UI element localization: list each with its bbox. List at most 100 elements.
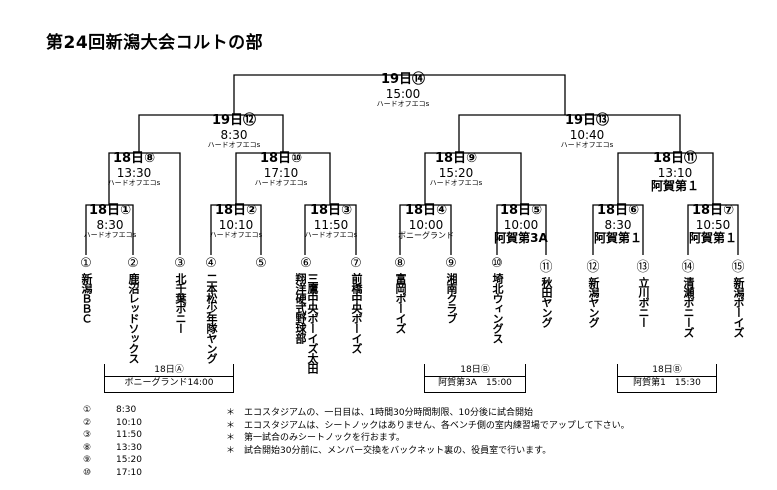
match-5-label: 18日⑤ 10:00 阿賀第3A: [489, 203, 553, 245]
match-venue: ハードオフエコs: [83, 230, 137, 239]
team-name: 二本松少年隊ヤング: [205, 273, 218, 363]
match-time: 15:20: [438, 165, 474, 180]
game-time: 17:10: [116, 467, 142, 478]
page-title: 第24回新潟大会コルトの部: [46, 33, 264, 53]
team-number: ⑦: [350, 256, 362, 271]
match-time: 10:40: [569, 127, 605, 142]
team-name: 埼北ウィングス: [491, 273, 504, 343]
match-time: 13:10: [657, 165, 693, 180]
team-slot-6: ⑥ 三鷹中央ボーイズ太田翔洋硬式野球部: [291, 256, 321, 373]
bracket-match-9: [424, 152, 522, 205]
match-venue: ボニーグランド: [398, 230, 454, 240]
match-venue: 阿賀第3A: [494, 230, 548, 245]
match-date: 18日①: [88, 203, 132, 218]
team-slot-9: ⑨ 湘南クラブ: [441, 256, 461, 323]
match-13-label: 19日⑬ 10:40 ハードオフエコs: [552, 113, 622, 150]
match-time: 10:10: [218, 217, 254, 232]
team-slot-12: ⑫ 新潟ヤング: [583, 256, 603, 327]
team-slot-3: ③ 北千葉ボニー: [170, 256, 190, 333]
match-date: 18日②: [214, 203, 258, 218]
schedule-row: ⑨ 15:20: [76, 455, 630, 468]
note-text: ＊ エコスタジアムの、一日目は、1時間30分時間制限、10分後に試合開始: [226, 408, 534, 418]
game-number: ⑨: [82, 455, 92, 466]
match-2-label: 18日② 10:10 ハードオフエコs: [205, 203, 267, 240]
match-date: 19日⑭: [380, 72, 426, 87]
team-slot-5: ⑤: [251, 256, 271, 273]
bracket-match-13: [458, 114, 681, 153]
team-slot-14: ⑭ 清瀬ボニーズ: [678, 256, 698, 337]
game-time: 15:20: [116, 455, 142, 466]
schedule-row: ① 8:30 ＊ エコスタジアムの、一日目は、1時間30分時間制限、10分後に試…: [76, 405, 630, 418]
note-text: ＊ エコスタジアムは、シートノックはありません、各ベンチ側の室内練習場でアップし…: [226, 420, 630, 431]
match-venue: ハードオフエコs: [207, 140, 261, 149]
placement-date: 18日Ⓑ: [460, 365, 490, 375]
schedule-row: ③ 11:50 ＊ 第一試合のみシートノックを行おます。: [76, 430, 630, 443]
match-venue: ハードオフエコs: [107, 178, 161, 187]
placement-box-b1: 18日Ⓑ 阿賀第3A 15:00: [424, 364, 526, 393]
game-time: 11:50: [116, 430, 142, 441]
match-date: 18日③: [309, 203, 353, 218]
team-name: 新潟ヤング: [587, 277, 600, 327]
team-slot-2: ② 鹿沼レッドソックス: [123, 256, 143, 381]
bracket-match-12: [138, 114, 284, 153]
match-date: 18日⑤: [499, 203, 543, 218]
match-venue: 阿賀第１: [593, 230, 642, 245]
note-text: ＊ 第一試合のみシートノックを行おます。: [226, 433, 405, 444]
match-time: 8:30: [96, 217, 124, 232]
team-name: 秋田ヤング: [540, 277, 553, 327]
team-name: 前橋中央ボーイズ: [350, 273, 363, 353]
team-slot-10: ⑩ 埼北ウィングス: [487, 256, 507, 343]
placement-venue: 阿賀第3A 15:00: [425, 376, 525, 389]
team-number: ⑩: [491, 256, 503, 271]
team-name: 新潟ＢＢＣ: [80, 273, 93, 323]
team-slot-7: ⑦ 前橋中央ボーイズ: [346, 256, 366, 353]
team-name: 清瀬ボニーズ: [682, 277, 695, 337]
match-venue: ハードオフエコs: [560, 140, 614, 149]
match-date: 18日⑧: [112, 151, 156, 166]
team-name: 鹿沼レッドソックス: [127, 273, 140, 363]
match-date: 18日⑥: [596, 203, 640, 218]
game-time: 10:10: [116, 417, 142, 428]
team-name: 三鷹中央ボーイズ太田翔洋硬式野球部: [294, 273, 319, 373]
placement-venue: 阿賀第1 15:30: [618, 376, 716, 389]
game-time: 13:30: [116, 442, 142, 453]
placement-box-b2: 18日Ⓑ 阿賀第1 15:30: [617, 364, 717, 393]
team-number: ①: [80, 256, 92, 271]
match-time: 15:00: [385, 86, 421, 101]
team-slot-13: ⑬ 立川ボニー: [633, 256, 653, 327]
match-10-label: 18日⑩ 17:10 ハードオフエコs: [249, 151, 313, 188]
match-venue: ハードオフエコs: [254, 178, 308, 187]
match-venue: ハードオフエコs: [304, 230, 358, 239]
game-number: ①: [82, 405, 92, 415]
match-date: 19日⑫: [211, 113, 257, 128]
team-number: ⑤: [255, 256, 267, 271]
match-14-label: 19日⑭ 15:00 ハードオフエコs: [368, 72, 438, 109]
schedule-notes: ① 8:30 ＊ エコスタジアムの、一日目は、1時間30分時間制限、10分後に試…: [76, 405, 630, 481]
match-11-label: 18日⑪ 13:10 阿賀第１: [643, 151, 707, 193]
match-8-label: 18日⑧ 13:30 ハードオフエコs: [102, 151, 166, 188]
team-number: ⑧: [394, 256, 406, 271]
match-venue: 阿賀第１: [650, 178, 699, 193]
game-time: 8:30: [116, 405, 137, 415]
match-date: 18日⑩: [259, 151, 303, 166]
team-name: 新潟ボーイズ: [732, 277, 745, 337]
match-time: 10:00: [503, 217, 539, 232]
match-venue: ハードオフエコs: [429, 178, 483, 187]
schedule-row: ② 10:10 ＊ エコスタジアムは、シートノックはありません、各ベンチ側の室内…: [76, 418, 630, 431]
match-date: 18日⑦: [691, 203, 735, 218]
match-time: 8:30: [604, 217, 632, 232]
team-number: ⑥: [300, 256, 312, 271]
match-3-label: 18日③ 11:50 ハードオフエコs: [299, 203, 363, 240]
match-time: 17:10: [263, 165, 299, 180]
team-number: ⑭: [681, 260, 695, 275]
match-time: 13:30: [116, 165, 152, 180]
team-name: 北千葉ボニー: [174, 273, 187, 333]
placement-date: 18日Ⓐ: [154, 365, 184, 375]
match-12-label: 19日⑫ 8:30 ハードオフエコs: [199, 113, 269, 150]
team-slot-15: ⑮ 新潟ボーイズ: [728, 256, 748, 337]
match-date: 18日⑨: [434, 151, 478, 166]
team-number: ⑨: [445, 256, 457, 271]
team-name: 立川ボニー: [637, 277, 650, 327]
team-number: ③: [174, 256, 186, 271]
